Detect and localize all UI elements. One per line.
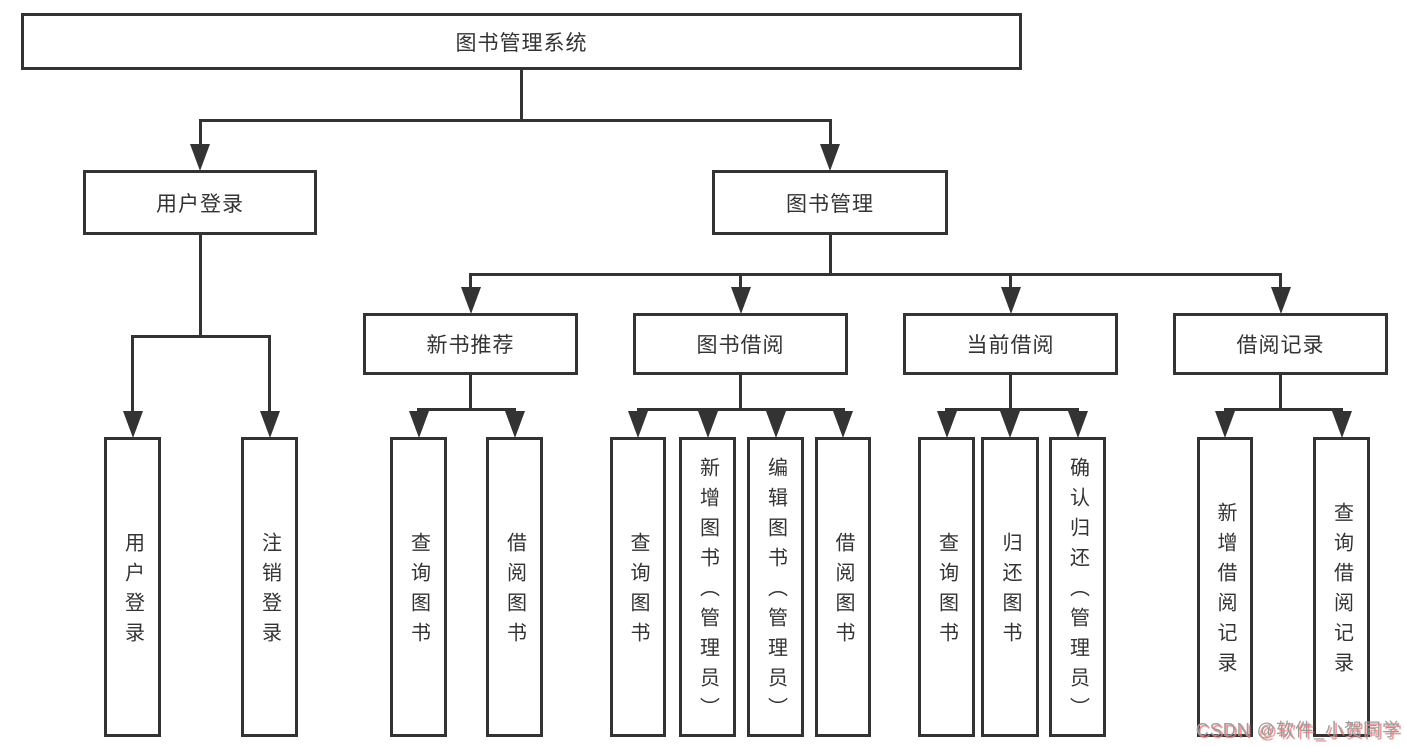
node-label-bor-query: 查询图书 bbox=[627, 532, 649, 652]
tree-line-vertical bbox=[1009, 273, 1012, 290]
node-mgmt: 图书管理 bbox=[712, 170, 948, 235]
node-label-bor-add: 新增图书（管理员） bbox=[696, 457, 719, 727]
arrow-down-icon bbox=[408, 411, 429, 438]
node-label-cur-query: 查询图书 bbox=[935, 532, 958, 652]
tree-line-vertical bbox=[198, 119, 202, 147]
node-label-login: 用户登录 bbox=[156, 192, 244, 216]
tree-line-horizontal bbox=[417, 408, 516, 411]
node-rec-new: 新增借阅记录 bbox=[1197, 437, 1253, 737]
arrow-down-icon bbox=[460, 287, 481, 314]
arrow-down-icon bbox=[765, 411, 786, 438]
tree-line-horizontal bbox=[469, 273, 1282, 276]
tree-line-vertical bbox=[469, 273, 472, 290]
arrow-down-icon bbox=[833, 411, 853, 438]
node-cur-return: 归还图书 bbox=[981, 437, 1039, 737]
node-user-login: 用户登录 bbox=[104, 437, 161, 737]
node-label-bor-edit: 编辑图书（管理员） bbox=[764, 457, 787, 727]
node-logout: 注销登录 bbox=[241, 437, 298, 737]
node-label-borrow: 图书借阅 bbox=[696, 334, 785, 357]
arrow-down-icon bbox=[1067, 411, 1088, 438]
watermark-csdn: CSDN @软件_小贺同学 bbox=[1195, 720, 1401, 740]
arrow-down-icon bbox=[1331, 411, 1352, 438]
node-label-root: 图书管理系统 bbox=[455, 31, 588, 55]
arrow-down-icon bbox=[820, 144, 840, 171]
node-borrow: 图书借阅 bbox=[633, 313, 848, 375]
arrow-down-icon bbox=[259, 411, 280, 438]
arrow-down-icon bbox=[1000, 287, 1021, 314]
tree-line-vertical bbox=[198, 235, 202, 338]
node-label-recommend: 新书推荐 bbox=[426, 334, 515, 357]
tree-line-vertical bbox=[469, 375, 472, 411]
tree-line-vertical bbox=[1279, 375, 1282, 411]
tree-line-vertical bbox=[131, 335, 134, 414]
tree-line-horizontal bbox=[1223, 408, 1343, 411]
arrow-down-icon bbox=[1270, 287, 1291, 314]
tree-line-horizontal bbox=[131, 335, 271, 338]
tree-line-vertical bbox=[739, 273, 742, 290]
node-bor-query: 查询图书 bbox=[610, 437, 666, 737]
node-label-user-login: 用户登录 bbox=[121, 532, 144, 652]
tree-line-horizontal bbox=[198, 119, 832, 122]
tree-line-vertical bbox=[828, 235, 832, 276]
tree-line-vertical bbox=[268, 335, 271, 414]
arrow-down-icon bbox=[1215, 411, 1235, 438]
node-label-cur-confirm: 确认归还（管理员） bbox=[1066, 457, 1089, 727]
arrow-down-icon bbox=[190, 144, 210, 171]
node-bor-borrow: 借阅图书 bbox=[815, 437, 871, 737]
node-root: 图书管理系统 bbox=[21, 13, 1022, 70]
arrow-down-icon bbox=[628, 411, 648, 438]
node-bor-edit: 编辑图书（管理员） bbox=[747, 437, 804, 737]
node-label-current: 当前借阅 bbox=[966, 334, 1055, 357]
tree-line-vertical bbox=[520, 70, 523, 122]
node-label-records: 借阅记录 bbox=[1236, 334, 1325, 357]
node-label-mgmt: 图书管理 bbox=[786, 192, 874, 216]
arrow-down-icon bbox=[697, 411, 718, 438]
node-login: 用户登录 bbox=[83, 170, 317, 235]
node-cur-query: 查询图书 bbox=[918, 437, 975, 737]
node-label-bor-borrow: 借阅图书 bbox=[832, 532, 854, 652]
tree-line-vertical bbox=[1279, 273, 1282, 290]
node-label-cur-return: 归还图书 bbox=[999, 532, 1021, 652]
arrow-down-icon bbox=[936, 411, 957, 438]
tree-line-horizontal bbox=[945, 408, 1079, 411]
arrow-down-icon bbox=[1000, 411, 1020, 438]
node-label-rec-find: 查询借阅记录 bbox=[1330, 502, 1353, 682]
node-label-logout: 注销登录 bbox=[258, 532, 281, 652]
arrow-down-icon bbox=[730, 287, 751, 314]
tree-line-vertical bbox=[1009, 375, 1012, 411]
node-cur-confirm: 确认归还（管理员） bbox=[1049, 437, 1106, 737]
node-label-rec-new: 新增借阅记录 bbox=[1214, 502, 1236, 682]
node-rec-query: 查询图书 bbox=[390, 437, 447, 737]
tree-line-horizontal bbox=[636, 408, 845, 411]
node-label-rec-borrow: 借阅图书 bbox=[503, 532, 526, 652]
node-bor-add: 新增图书（管理员） bbox=[679, 437, 736, 737]
arrow-down-icon bbox=[122, 411, 143, 438]
tree-line-vertical bbox=[739, 375, 742, 411]
tree-line-vertical bbox=[828, 119, 832, 147]
arrow-down-icon bbox=[504, 411, 525, 438]
node-label-rec-query: 查询图书 bbox=[407, 532, 430, 652]
node-rec-find: 查询借阅记录 bbox=[1313, 437, 1370, 737]
node-rec-borrow: 借阅图书 bbox=[486, 437, 543, 737]
node-recommend: 新书推荐 bbox=[363, 313, 578, 375]
node-current: 当前借阅 bbox=[903, 313, 1118, 375]
node-records: 借阅记录 bbox=[1173, 313, 1388, 375]
